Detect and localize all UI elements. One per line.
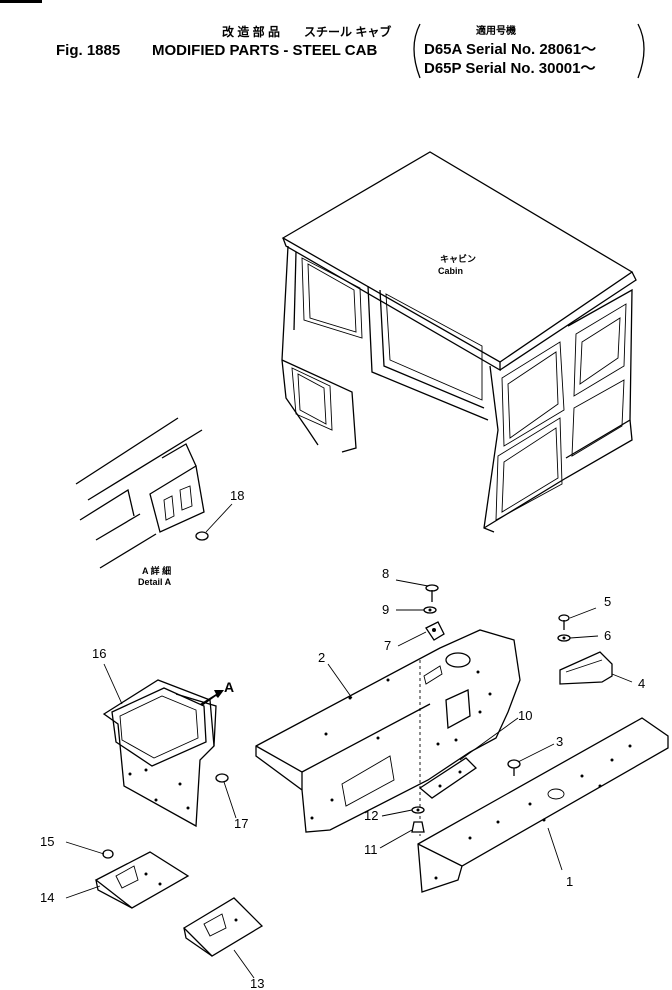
- callout-labels: 1 2 3 4 5 6 7 8 9 10 11 12 13 14 15 16 1…: [40, 488, 645, 990]
- callout-18: 18: [230, 488, 244, 503]
- part-2-plate: [255, 629, 521, 836]
- callout-11: 11: [364, 842, 378, 857]
- cabin-label: Cabin: [438, 266, 463, 276]
- callout-17: 17: [234, 816, 248, 831]
- part-13: [182, 897, 264, 957]
- detail-a-drawing: A 詳 細 Detail A: [75, 417, 233, 587]
- figure-number: Fig. 1885: [56, 42, 120, 59]
- part-10-bracket: [418, 757, 478, 799]
- callout-7: 7: [384, 638, 391, 653]
- left-paren: [413, 23, 421, 79]
- arrow-a-label: A: [224, 679, 234, 695]
- parts-7-8-9: [423, 584, 445, 641]
- serial-line-1: D65A Serial No. 28061～: [424, 41, 596, 58]
- callout-16: 16: [92, 646, 106, 661]
- callout-14: 14: [40, 890, 54, 905]
- part-1-plate: [417, 717, 669, 893]
- parts-14-15: [94, 849, 190, 909]
- parts-11-12: [411, 806, 425, 833]
- figure-title: MODIFIED PARTS - STEEL CAB: [152, 42, 377, 59]
- detail-label-jp: A 詳 細: [142, 565, 171, 576]
- part-3-pin: [507, 759, 521, 776]
- callout-2: 2: [318, 650, 325, 665]
- detail-label: Detail A: [138, 577, 172, 587]
- header-jp-title: 改 造 部 品 スチール キャブ: [222, 24, 391, 39]
- leader-lines: [65, 579, 633, 979]
- callout-13: 13: [250, 976, 264, 990]
- right-paren: [637, 23, 645, 79]
- callout-1: 1: [566, 874, 573, 889]
- header-jp-applicable: 適用号機: [476, 24, 516, 37]
- callout-10: 10: [518, 708, 532, 723]
- callout-3: 3: [556, 734, 563, 749]
- callout-5: 5: [604, 594, 611, 609]
- callout-8: 8: [382, 566, 389, 581]
- cabin-label-jp: キャビン: [440, 253, 476, 264]
- callout-12: 12: [364, 808, 378, 823]
- callout-9: 9: [382, 602, 389, 617]
- callout-6: 6: [604, 628, 611, 643]
- callout-15: 15: [40, 834, 54, 849]
- part-16-housing: A: [102, 679, 234, 828]
- serial-line-2: D65P Serial No. 30001～: [424, 60, 596, 77]
- arrow-a: [200, 690, 224, 706]
- corner-tab: [0, 0, 42, 3]
- cabin-drawing: キャビン Cabin: [281, 151, 637, 533]
- parts-4-5-6: [557, 614, 613, 685]
- callout-4: 4: [638, 676, 645, 691]
- header: 改 造 部 品 スチール キャブ 適用号機 Fig. 1885 MODIFIED…: [56, 23, 645, 79]
